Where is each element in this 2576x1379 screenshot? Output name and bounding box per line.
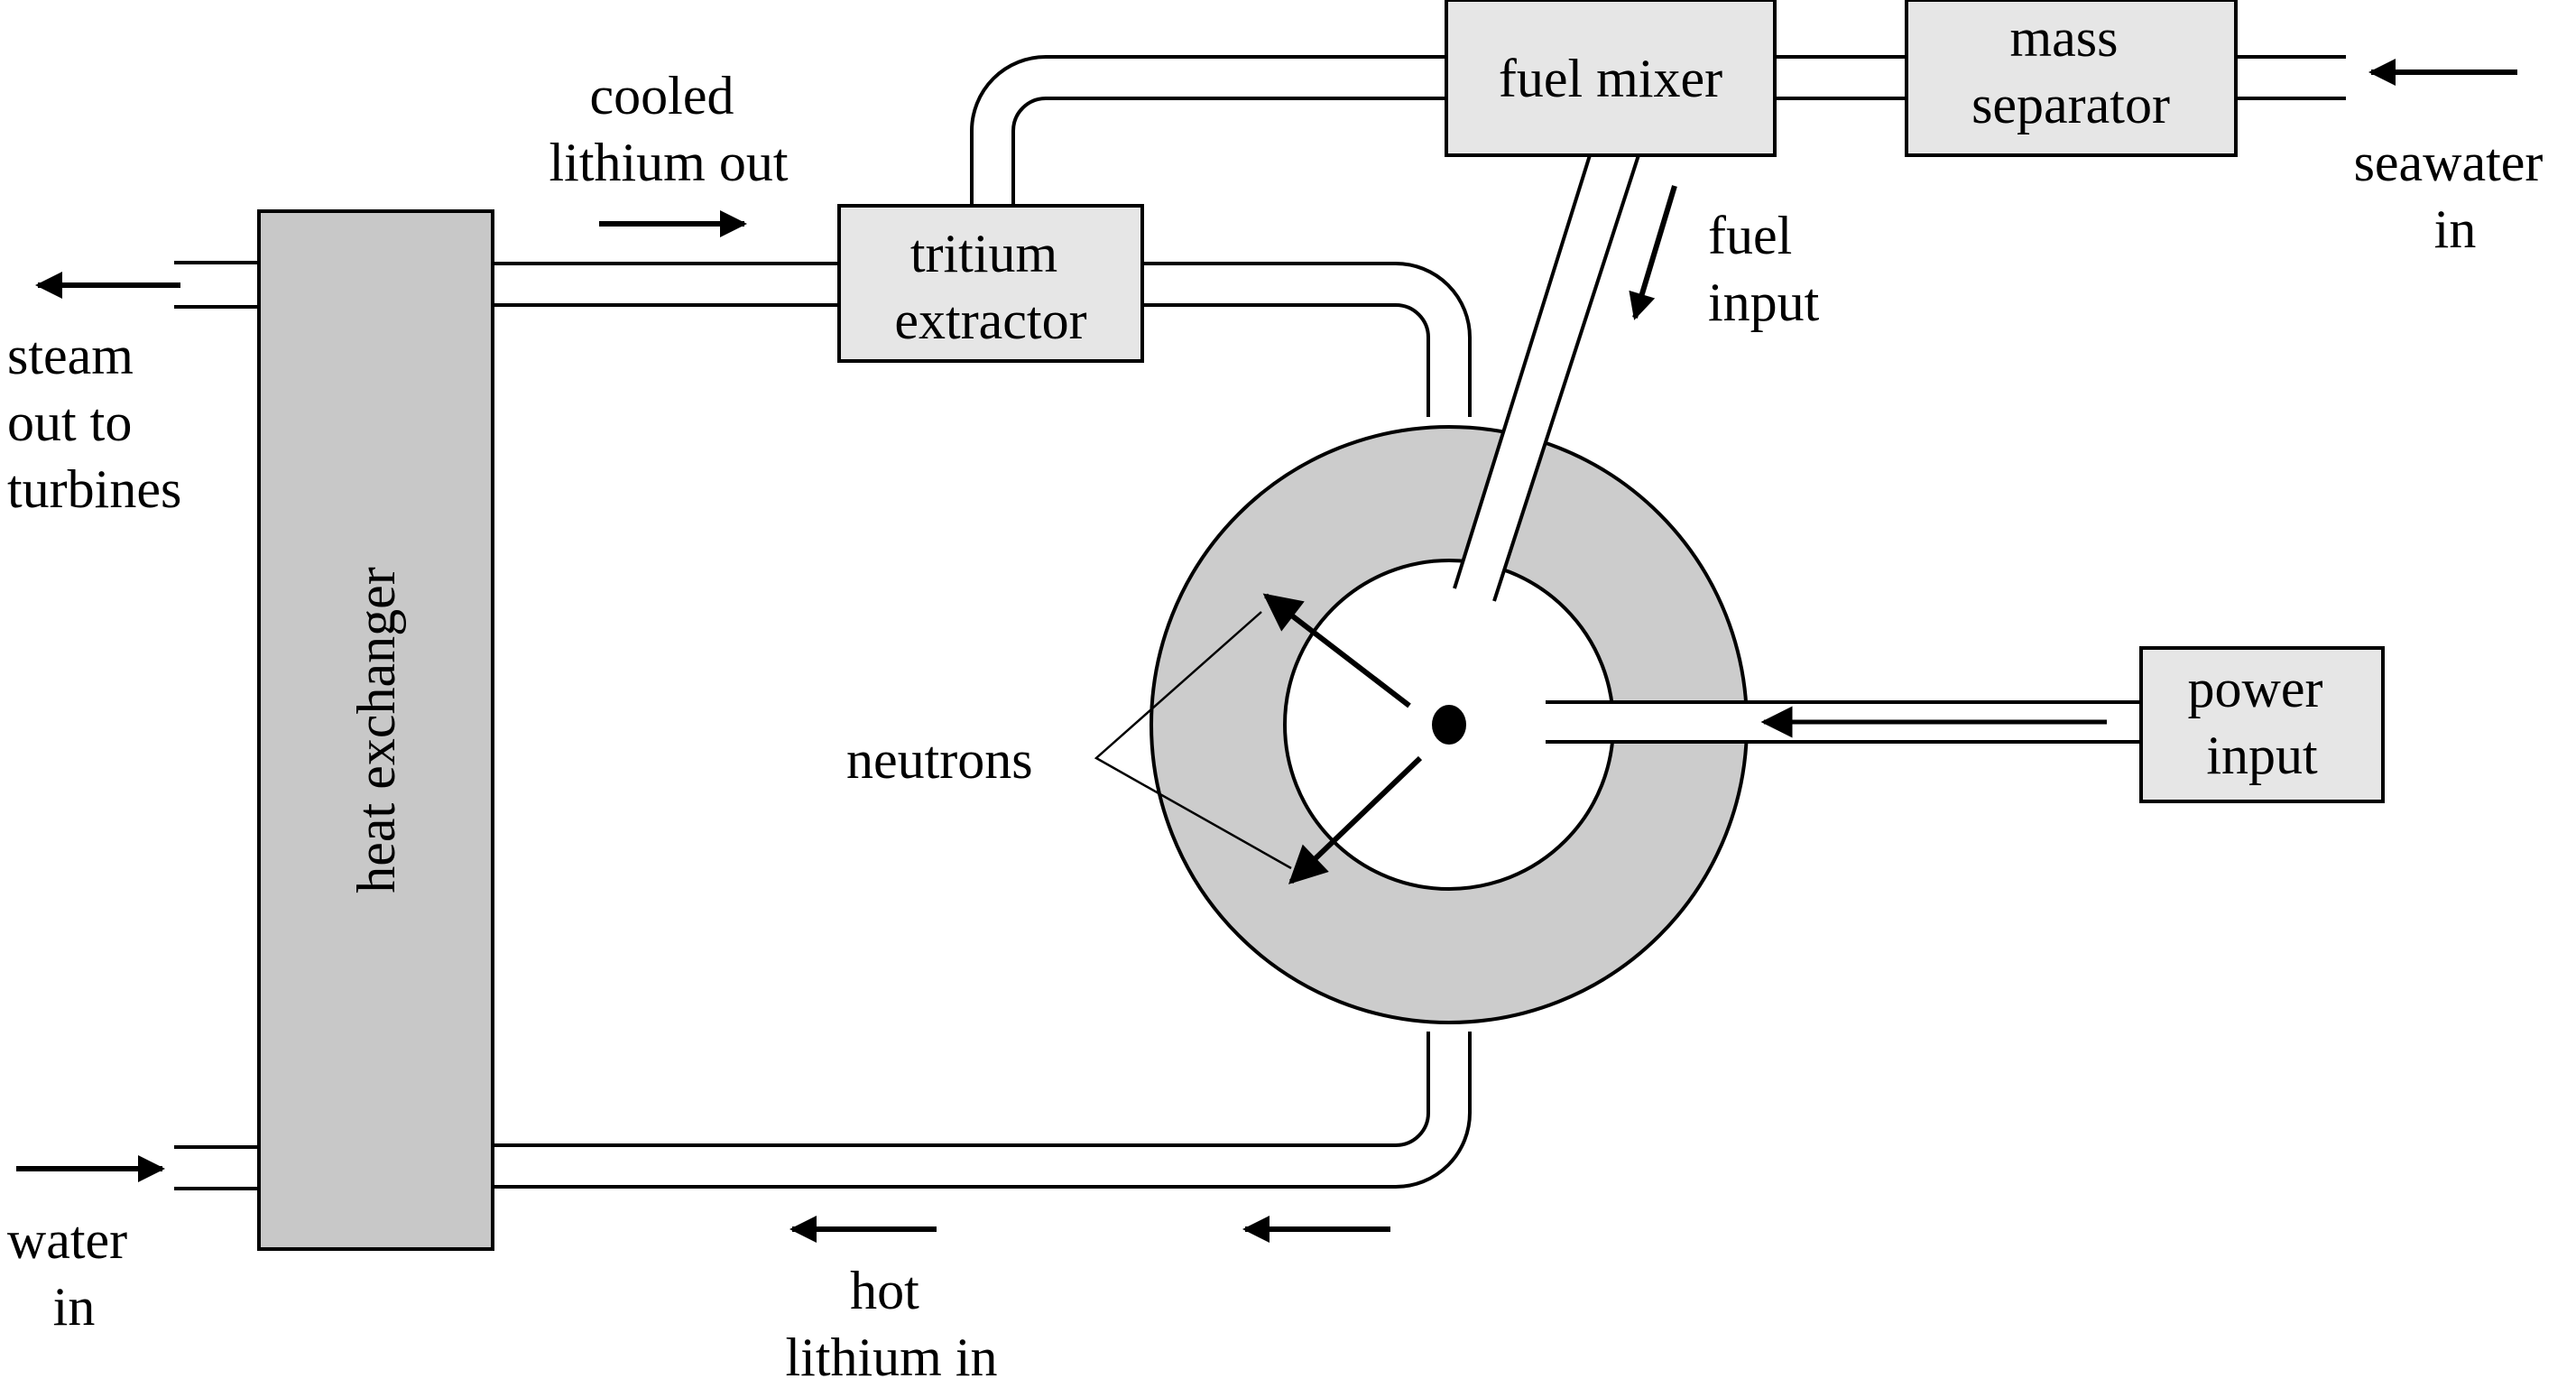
water-in-label: water in xyxy=(7,1210,141,1337)
fuel-pipe-left xyxy=(1453,154,1592,589)
neutron-arrow-down xyxy=(1288,755,1423,884)
cooled-lithium-out-label: cooled lithium out xyxy=(549,66,788,192)
pipes xyxy=(174,55,2346,1190)
neutron-arrow-up xyxy=(1262,593,1411,708)
extractor-to-mixer-pipe-outer xyxy=(970,55,1446,206)
hot-lithium-pipe-outer xyxy=(493,1032,1472,1189)
fuel-pipe-right xyxy=(1492,154,1640,602)
neutrons-label: neutrons xyxy=(846,730,1033,790)
heat-exchanger-label: heat exchanger xyxy=(346,567,406,893)
plasma-center xyxy=(1432,705,1466,745)
power-input-box xyxy=(2139,646,2385,803)
extractor-to-blanket-pipe-inner xyxy=(1142,303,1430,417)
fuel-input-arrow xyxy=(1629,185,1677,320)
hot-lithium-pipe-inner xyxy=(493,1032,1430,1147)
components xyxy=(257,0,2385,1251)
fuel-mixer-box xyxy=(1445,0,1777,157)
neutrons-pointer xyxy=(1094,611,1292,870)
fuel-input-label: fuel input xyxy=(1708,206,1820,332)
hot-lithium-in-label: hot lithium in xyxy=(785,1261,997,1379)
tritium-extractor-label: tritium extractor xyxy=(894,224,1086,350)
tritium-extractor-box xyxy=(837,204,1144,363)
seawater-in-label: seawater in xyxy=(2354,133,2557,259)
power-channel xyxy=(1546,704,1750,740)
heat-exchanger-box xyxy=(257,209,494,1251)
fuel-mixer-label: fuel mixer xyxy=(1499,49,1722,108)
reactor xyxy=(1094,154,1750,1024)
mass-separator-label: mass separator xyxy=(1971,8,2170,134)
labels: heat exchanger tritium extractor fuel mi… xyxy=(7,8,2557,1379)
steam-out-label: steam out to turbines xyxy=(7,326,181,519)
power-input-label: power input xyxy=(2188,659,2337,785)
extractor-to-mixer-pipe-inner xyxy=(1011,97,1446,206)
extractor-to-blanket-pipe-outer xyxy=(1142,262,1472,417)
fuel-channel xyxy=(1454,155,1639,601)
mass-separator-box xyxy=(1905,0,2238,157)
flow-arrows xyxy=(16,59,2517,1243)
